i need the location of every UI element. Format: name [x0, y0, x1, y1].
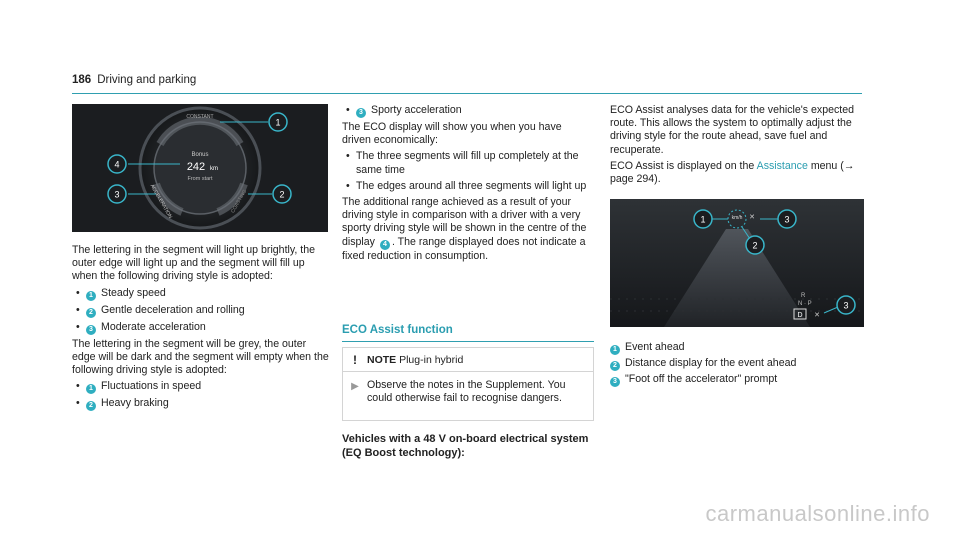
- col1-paragraph-1: The lettering in the segment will light …: [72, 244, 315, 283]
- assistance-menu-link[interactable]: Assistance: [756, 159, 808, 172]
- speed-label: km/h: [732, 215, 743, 221]
- dial-label-top: CONSTANT: [186, 114, 213, 120]
- svg-text:2: 2: [752, 241, 757, 251]
- header-rule: [72, 93, 862, 94]
- page-header: 186 Driving and parking: [72, 74, 196, 86]
- list-item: •The three segments will fill up complet…: [346, 150, 579, 176]
- play-arrow-icon: ▶: [351, 381, 359, 392]
- foot-off-icon: ✕: [749, 214, 755, 221]
- list-item: •The edges around all three segments wil…: [346, 179, 587, 192]
- callout-1: 1: [268, 112, 288, 132]
- svg-text:2: 2: [279, 190, 284, 200]
- svg-text:4: 4: [114, 160, 119, 170]
- number-badge: 2: [86, 307, 96, 318]
- callout-2: 2: [745, 235, 765, 255]
- dial-center-sub: From start: [187, 176, 213, 182]
- column-3: ECO Assist analyses data for the vehicle…: [610, 104, 864, 186]
- gear-letters: R: [801, 293, 806, 299]
- col1-paragraph-2: The lettering in the segment will be gre…: [72, 337, 329, 377]
- col2-paragraph-1: The ECO display will show you when you h…: [342, 121, 562, 147]
- note-tail: Plug-in hybrid: [399, 353, 464, 366]
- page-number: 186: [72, 74, 92, 86]
- col3-paragraph-1: ECO Assist analyses data for the vehicle…: [610, 104, 855, 156]
- warning-icon: !: [353, 352, 357, 367]
- svg-text:3: 3: [114, 190, 119, 200]
- eq-boost-heading: Vehicles with a 48 V on-board electrical…: [342, 433, 589, 459]
- number-badge: 4: [379, 239, 390, 250]
- section-rule: [342, 341, 594, 342]
- section-title: Driving and parking: [97, 74, 197, 86]
- callout-3: 3: [107, 184, 127, 204]
- number-badge: 2: [86, 401, 96, 412]
- note-body: Observe the notes in the Supplement. You…: [367, 379, 566, 405]
- watermark: carmanualsonline.info: [705, 501, 930, 526]
- foot-off-icon: ✕: [814, 312, 820, 319]
- dial-center-unit: km: [210, 166, 218, 172]
- gear-letters-np: N · P: [798, 301, 812, 307]
- svg-text:3: 3: [784, 215, 789, 225]
- dial-center-value: 242: [187, 161, 205, 173]
- column-1: The lettering in the segment will light …: [72, 244, 330, 412]
- eco-display-image: CONSTANT ACCELERATION COASTING Bonus 242…: [72, 104, 328, 232]
- eco-assist-image: km/h ✕ R N · P D ✕ 1 2 3 3: [610, 199, 864, 327]
- eco-dial-graphic: CONSTANT ACCELERATION COASTING Bonus 242…: [72, 104, 328, 232]
- callout-4: 4: [107, 154, 127, 174]
- callout-3: 3: [777, 209, 797, 229]
- legend-item: 3"Foot off the accelerator" prompt: [610, 373, 864, 387]
- number-badge: 1: [86, 290, 96, 301]
- note-label: NOTE: [367, 353, 397, 366]
- eco-assist-graphic: km/h ✕ R N · P D ✕ 1 2 3 3: [610, 199, 864, 327]
- svg-text:1: 1: [275, 118, 280, 128]
- col2-paragraph-2: The additional range achieved as a resul…: [342, 196, 587, 262]
- number-badge: 3: [356, 108, 366, 118]
- number-badge: 3: [86, 324, 96, 335]
- svg-text:3: 3: [843, 301, 848, 311]
- callout-1: 1: [693, 209, 713, 229]
- gear-d: D: [797, 312, 802, 319]
- col3-paragraph-2: ECO Assist is displayed on the Assistanc…: [610, 159, 855, 186]
- callout-3-lower: 3: [836, 295, 856, 315]
- note-box: ! NOTE Plug-in hybrid ▶ Observe the note…: [342, 347, 594, 421]
- callout-2: 2: [272, 184, 292, 204]
- svg-text:1: 1: [700, 215, 705, 225]
- eco-assist-title: ECO Assist function: [342, 324, 453, 336]
- dial-center-title: Bonus: [191, 152, 208, 158]
- number-badge: 1: [86, 384, 96, 395]
